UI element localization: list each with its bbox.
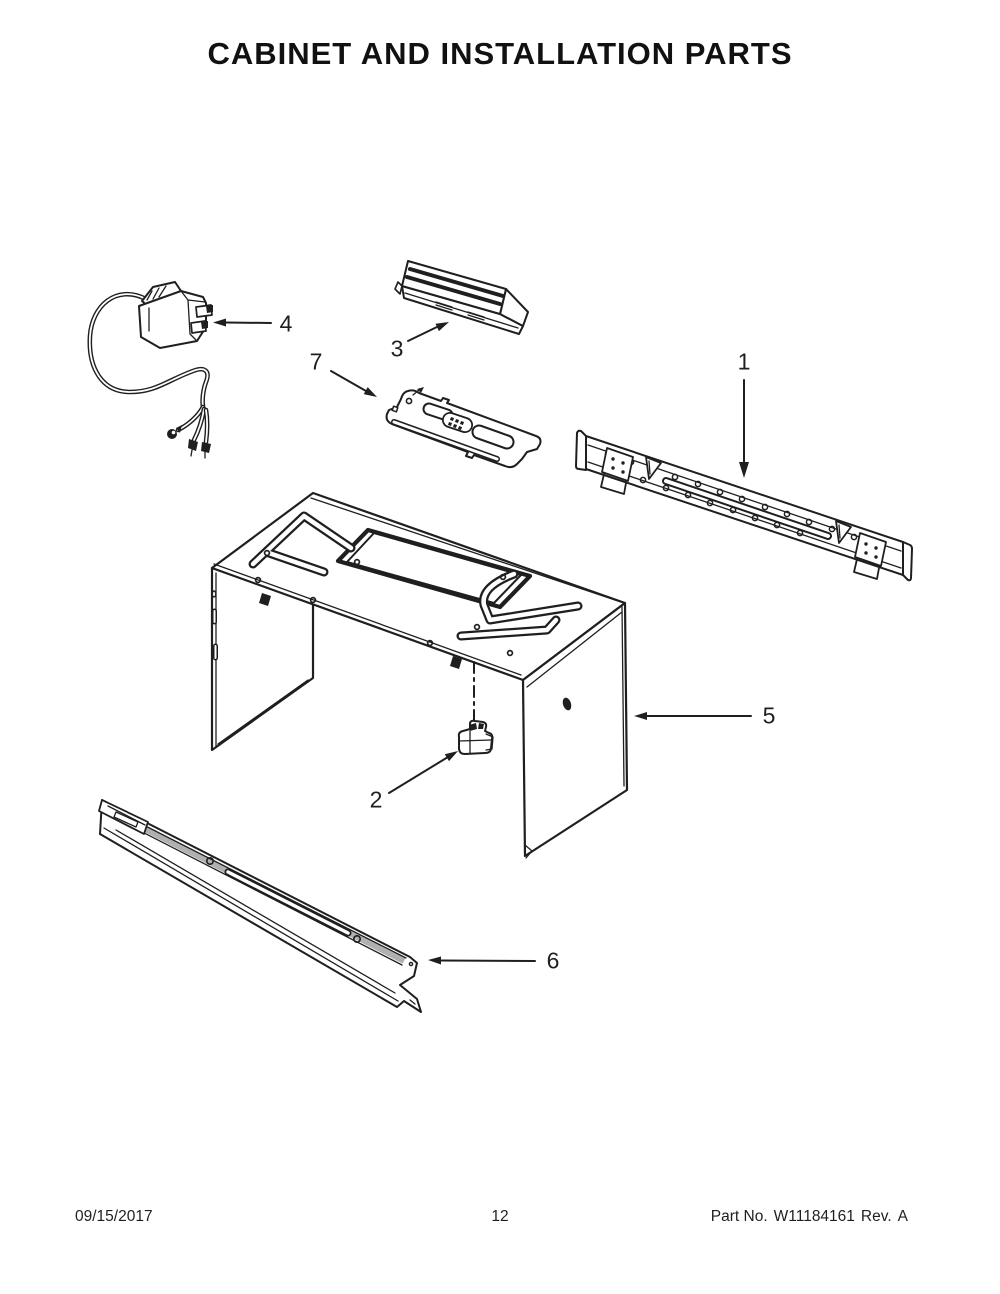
callout-arrow-1: [739, 379, 749, 478]
part-3-support-bracket: [394, 260, 529, 335]
footer-rev-label: Rev.: [860, 1208, 892, 1225]
footer-revision: A: [897, 1208, 908, 1225]
page-title: CABINET AND INSTALLATION PARTS: [207, 36, 793, 71]
callout-arrow-3: [407, 322, 449, 342]
part-4-wire-harness-switch: [87, 281, 213, 459]
callout-label-6: 6: [546, 947, 560, 974]
footer-date: 09/15/2017: [75, 1208, 153, 1225]
callout-arrow-2: [388, 751, 458, 794]
callout-label-1: 1: [737, 348, 751, 375]
part-2-mounting-clip: [457, 719, 494, 755]
footer-part-info: Part No. W11184161 Rev. A: [711, 1208, 908, 1226]
part-7-mounting-plate: [385, 387, 542, 469]
callout-arrow-5: [634, 712, 752, 720]
callout-label-5: 5: [762, 702, 776, 729]
callout-label-3: 3: [390, 335, 404, 362]
callout-arrow-6: [428, 956, 536, 965]
callout-arrow-4: [213, 318, 272, 327]
footer-part-no-label: Part No.: [710, 1208, 768, 1225]
callout-arrows: [213, 318, 752, 965]
footer-part-number: W11184161: [773, 1208, 855, 1225]
callout-label-7: 7: [309, 348, 323, 375]
callout-label-2: 2: [369, 786, 383, 813]
callout-arrow-7: [330, 370, 377, 397]
part-5-cabinet-wrapper: [210, 491, 629, 859]
callout-label-4: 4: [279, 310, 293, 337]
part-6-vent-grille: [98, 799, 422, 1013]
part-1-wall-mounting-plate: [575, 429, 913, 582]
footer-page-number: 12: [491, 1208, 509, 1225]
